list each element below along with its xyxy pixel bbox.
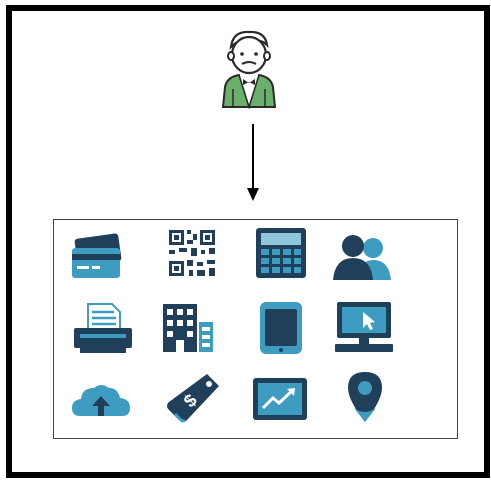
qr-code-icon (161, 226, 223, 282)
printer-icon (72, 300, 134, 356)
credit-card-icon (68, 228, 130, 284)
cloud-upload-icon (70, 372, 132, 428)
users-icon (331, 228, 393, 284)
desktop-computer-icon (333, 300, 395, 356)
building-icon (157, 300, 219, 356)
arrow-down-icon (246, 124, 260, 202)
map-pin-icon (334, 368, 396, 424)
trend-chart-icon (249, 372, 311, 428)
icon-grid-panel: $ (53, 219, 458, 439)
person-icon (213, 27, 283, 110)
price-tag-icon: $ (161, 370, 223, 426)
tablet-icon (250, 300, 312, 356)
calculator-icon (250, 226, 312, 282)
